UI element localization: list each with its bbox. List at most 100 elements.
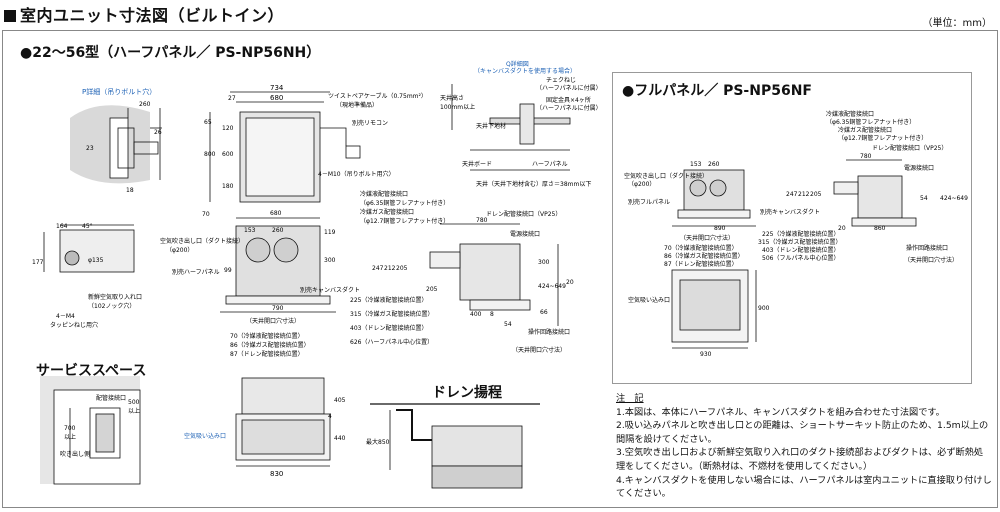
outside-air-size: （φ200）: [166, 247, 193, 254]
full-panel-label: 別売フルパネル: [628, 198, 670, 206]
dim-p-23: 23: [86, 145, 94, 152]
dim-260: 260: [272, 227, 284, 234]
dim-800: 800: [204, 151, 216, 158]
full-liquid-pos: 225（冷媒液配管接続位置）: [762, 230, 839, 238]
gas-pipe-label: 冷媒ガス配管接続口: [360, 208, 414, 216]
drain-lift-figure: [370, 403, 540, 489]
half-panel-label: 別売ハーフパネル: [172, 268, 220, 276]
dim-177: 177: [32, 259, 44, 266]
ceiling-opening2-label: （天井開口穴寸法）: [512, 346, 566, 354]
dim-p-26: 26: [154, 129, 162, 136]
panel-center-label: 626（ハーフパネル中心位置）: [350, 338, 433, 346]
dim-20: 400: [470, 311, 482, 318]
dim-164: 164: [56, 223, 68, 230]
service-space-figure: [40, 376, 141, 485]
twisted-pair-label: ツイストペアケーブル（0.75mm²）: [328, 92, 427, 100]
full-front-view: [672, 169, 756, 227]
full-dim-212: 212: [798, 191, 810, 198]
dim-180: 180: [222, 183, 234, 190]
full-drain-pos2: 87（ドレン配管接続位置）: [664, 260, 738, 268]
intake-label: 空気吸い込み口: [184, 432, 226, 440]
full-outlet-size: （φ200）: [628, 181, 655, 188]
dim-205: 205: [396, 265, 408, 272]
full-liquid-size: （φ12.7銅管フレアナット付き）: [838, 134, 927, 142]
dim-120: 120: [222, 125, 234, 132]
full-dim-930: 930: [700, 351, 712, 358]
bolt-label: 4－M10（吊りボルト用穴）: [318, 170, 395, 178]
dim-400: 8: [490, 311, 494, 318]
full-panel-box: [612, 72, 972, 384]
q-detail-figure: [451, 84, 571, 171]
title-square-icon: [4, 10, 16, 22]
tapping-label: 4－M4: [56, 313, 75, 320]
fresh-air-size: （102ノック穴）: [88, 302, 135, 310]
service-over2: 以上: [128, 407, 140, 415]
half-panel2-label: ハーフパネル: [532, 161, 568, 168]
dim-70: 70: [202, 211, 210, 218]
full-ceiling-opening: （天井開口穴寸法）: [680, 234, 734, 242]
outside-air-label: 空気吹き出し口（ダクト接続）: [160, 237, 244, 245]
full-liquid-pipe: 冷媒ガス配管接続口: [838, 126, 892, 134]
full-dim-260: 260: [708, 161, 720, 168]
half-panel-heading: ●22～56型（ハーフパネル／ PS-NP56NH）: [20, 45, 321, 61]
drain-max: 最大850: [366, 438, 390, 446]
service-over1: 以上: [64, 433, 76, 441]
ceiling-height-label: 天井高さ: [440, 94, 464, 102]
dim-440: 440: [334, 435, 346, 442]
gas-pos-label: 315（冷媒ガス配管接続位置）: [350, 310, 433, 318]
dim-27: 27: [228, 95, 236, 102]
tapping-note: タッピンねじ用穴: [50, 321, 98, 329]
power-label: 電源接続口: [510, 230, 540, 238]
dim-153: 153: [244, 227, 256, 234]
gas-pos2-label: 86（冷媒ガス配管接続位置）: [230, 341, 310, 349]
side-view-unit: [429, 223, 559, 326]
dim-66: 54: [504, 321, 512, 328]
ceiling-material-label: 天井下地材: [476, 122, 506, 130]
full-side-view: [833, 159, 917, 227]
hanger-label: チェクねじ: [546, 77, 576, 84]
dim-300: 300: [324, 257, 336, 264]
full-ops: 操作回路接続口: [906, 244, 948, 252]
dim-247: 247: [372, 265, 384, 272]
notes-block: 注 記 1.本図は、本体にハーフパネル、キャンバスダクトを組み合わせた寸法図です…: [616, 392, 992, 501]
full-drain-pos: 403（ドレン配管接続位置）: [762, 246, 839, 254]
dim-54: 424~649: [538, 283, 566, 290]
dim-830: 830: [270, 470, 283, 478]
service-space-title: サービススペース: [36, 363, 147, 379]
liquid-pos2-label: 70（冷媒液配管接続位置）: [230, 332, 304, 340]
dim-424-649: 20: [566, 279, 574, 286]
full-dim-54: 54: [920, 195, 928, 202]
note-item: 4.キャンバスダクトを使用しない場合には、ハーフパネルは室内ユニットに直接取り付…: [616, 474, 992, 500]
full-gas-pos2: 86（冷媒ガス配管接続位置）: [664, 252, 744, 260]
full-intake: 空気吸い込み口: [628, 296, 670, 304]
dim-680: 680: [270, 94, 283, 102]
bottom-view-half: [235, 377, 331, 467]
full-dim-205: 205: [810, 191, 822, 198]
front-view-unit: [220, 217, 336, 313]
remote-label: 別売リモコン: [352, 119, 388, 127]
full-gas-size: （φ6.35銅管フレアナット付き）: [826, 118, 915, 126]
fixing-note: （ハーフパネルに付属）: [536, 104, 602, 112]
full-dim-247: 247: [786, 191, 798, 198]
full-dim-780: 780: [860, 153, 872, 160]
full-ceiling-opening2: （天井開口穴寸法）: [904, 256, 958, 264]
drawing-frame: [2, 30, 998, 508]
full-dim-424-649: 424~649: [940, 195, 968, 202]
liquid-pipe-label: 冷媒液配管接続口: [360, 190, 408, 198]
dim-8: 205: [426, 286, 438, 293]
dim-phi135: φ135: [88, 257, 104, 264]
notes-heading: 注 記: [616, 393, 644, 404]
dim-119: 119: [324, 229, 336, 236]
full-drain-pipe: ドレン配管接続口（VP25）: [872, 144, 947, 152]
gas-size-label: （φ12.7銅管フレアナット付き）: [360, 217, 449, 225]
full-dim-20: 20: [838, 225, 846, 232]
dim-p-18: 18: [126, 187, 134, 194]
note-item: 1.本図は、本体にハーフパネル、キャンバスダクトを組み合わせた寸法図です。: [616, 406, 945, 418]
service-500: 500: [128, 399, 140, 406]
field-supply-label: （現地準備品）: [336, 101, 378, 109]
service-piping-label: 配管接続口: [96, 394, 126, 402]
dim-212: 212: [384, 265, 396, 272]
dim-6: 66: [540, 309, 548, 316]
full-canvas-label: 別売キャンバスダクト: [760, 208, 820, 216]
q-detail-label: Q詳細図: [506, 60, 529, 68]
